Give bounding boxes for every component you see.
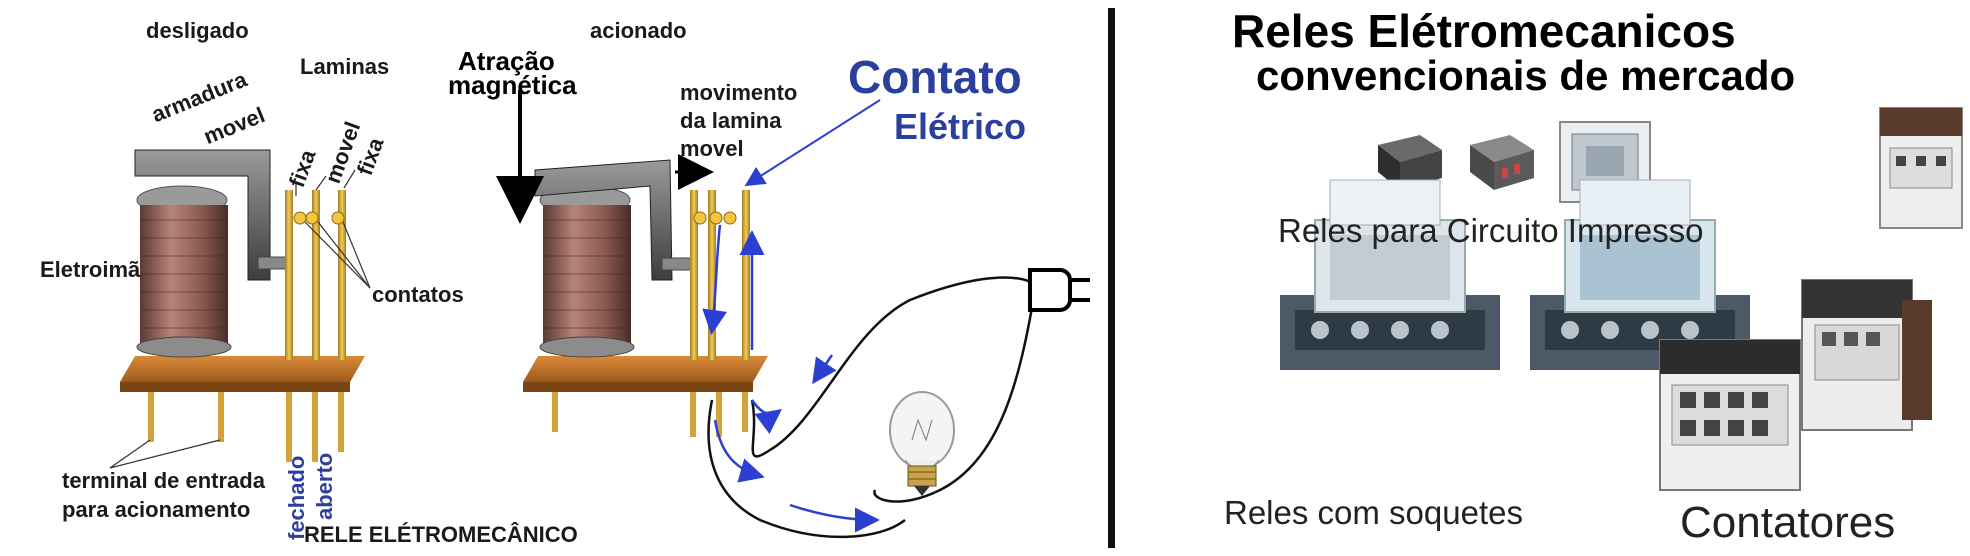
eletroima-label: Eletroimã: [40, 257, 141, 282]
contact-pointer-arrow: [744, 99, 881, 187]
magnetica-label: magnética: [448, 70, 577, 100]
contact-point: [305, 211, 319, 225]
relay-base: [120, 356, 365, 382]
contatos-label: contatos: [372, 282, 464, 307]
terminal-pin: [312, 392, 318, 462]
terminal-pin: [286, 392, 292, 462]
contactor-photo: [1659, 339, 1801, 491]
circuit-wire: [707, 399, 906, 539]
terminal-pin: [218, 392, 224, 442]
electromagnet-coil: [140, 205, 228, 345]
terminal-label-2: para acionamento: [62, 497, 251, 522]
pcb-relay-photo: [1470, 135, 1534, 190]
panel-divider: [1108, 8, 1115, 548]
contact-blade-fixed: [338, 190, 346, 360]
socket-relay-photo: [1280, 179, 1500, 370]
terminal-pin: [742, 392, 748, 432]
contact-blade-fixed: [742, 190, 750, 360]
relay-base: [523, 356, 768, 382]
movimento-label-3: movel: [680, 136, 744, 161]
contact-point: [709, 211, 723, 225]
contato-title: Contato: [848, 51, 1022, 103]
atracao-label: Atração: [458, 46, 555, 76]
laminas-label: Laminas: [300, 54, 390, 79]
contact-point: [331, 211, 345, 225]
socket-relay-photo: [1530, 179, 1750, 370]
pcb-relays-label: Reles para Circuito Impresso: [1278, 212, 1704, 249]
circuit-wire: [873, 289, 1037, 503]
contact-blade-fixed: [285, 190, 293, 360]
contactors-label: Contatores: [1680, 498, 1896, 547]
light-bulb-icon: [889, 391, 955, 496]
socket-relays-label: Reles com soquetes: [1224, 494, 1523, 531]
terminal-pin: [690, 392, 696, 437]
power-plug-icon: [1028, 268, 1090, 312]
contact-blade-movable: [312, 190, 320, 360]
electromagnet-coil: [543, 205, 631, 345]
contact-blade-fixed: [690, 190, 698, 360]
contactor-photo: [1801, 279, 1932, 431]
relay-off: [109, 149, 371, 469]
contact-blade-movable: [708, 190, 716, 360]
aberto-label: aberto: [312, 452, 337, 520]
armature: [134, 149, 271, 281]
terminal-pin: [552, 392, 558, 432]
terminal-label-1: terminal de entrada: [62, 468, 265, 493]
contact-point: [723, 211, 737, 225]
right-title-line1: Reles Elétromecanicos: [1232, 5, 1736, 57]
contactor-photo: [1879, 107, 1963, 229]
current-flow-arrows: [702, 224, 880, 533]
terminal-pin: [338, 392, 344, 452]
eletrico-title: Elétrico: [894, 106, 1027, 147]
relay-on: [523, 159, 768, 437]
relay-products-illustration: [1280, 107, 1963, 491]
movimento-label-1: movimento: [680, 80, 798, 105]
terminal-pin: [716, 392, 722, 437]
state-off-label: desligado: [146, 18, 249, 43]
circuit-wire: [750, 276, 1036, 458]
movimento-label-2: da lamina: [680, 108, 782, 133]
terminal-pin: [148, 392, 154, 442]
right-title-line2: convencionais de mercado: [1256, 52, 1796, 99]
contact-point: [293, 211, 307, 225]
diagram-caption: RELE ELÉTROMECÂNICO: [304, 522, 578, 547]
contact-point: [693, 211, 707, 225]
state-on-label: acionado: [590, 18, 687, 43]
relay-diagram-illustration: [109, 90, 1090, 539]
